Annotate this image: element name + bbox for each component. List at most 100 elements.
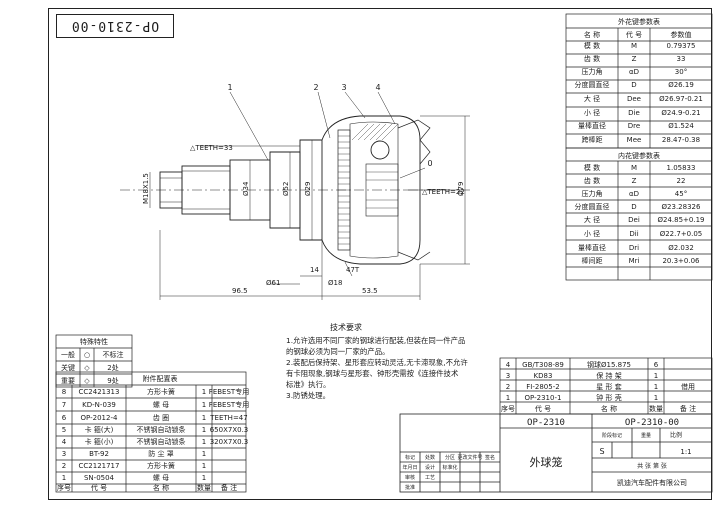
bom-row-code: GB/T308-89 <box>522 361 564 369</box>
title-grid-label: 标准化 <box>442 464 457 471</box>
tech-req-line-4: 有卡阻现象,钢球与星形套、钟形壳需按《连接件技术 <box>286 369 459 378</box>
callout-2: 2 <box>313 83 318 92</box>
inner-spline-row-value: 22 <box>677 177 686 185</box>
thread-label: M18X1.5 <box>142 173 150 204</box>
bom-row-qty: 1 <box>654 394 658 402</box>
bom-header-index: 序号 <box>501 404 515 413</box>
attachment-row-code: 卡 箍(小) <box>85 437 114 446</box>
attachment-row-note: FEBEST专用 <box>209 387 249 396</box>
inner-spline-row-code: Z <box>632 177 637 185</box>
outer-spline-row-code: M <box>631 42 637 50</box>
title-grid-label: 年月日 <box>402 464 417 471</box>
attachment-header-qty: 数量 <box>197 483 211 492</box>
attachment-row-note: 650X7X0.3 <box>210 426 249 434</box>
tech-req-line-2: 的钢球必须为同一厂家的产品。 <box>286 347 389 356</box>
boot <box>397 119 431 165</box>
inner-spline-row-value: Ø24.85+0.19 <box>657 216 704 224</box>
attachment-row-code: 卡 箍(大) <box>85 425 114 434</box>
bom-row-code: FI-2805-2 <box>526 383 559 391</box>
s-mark: S <box>599 447 604 456</box>
attachment-row-index: 8 <box>62 388 66 396</box>
special-row-level: 重要 <box>61 377 75 385</box>
title-grid-label: 工艺 <box>425 475 435 481</box>
dia-34-label: Ø34 <box>242 181 250 196</box>
special-row-level: 一般 <box>61 350 75 359</box>
sheet-label: 共 张 第 张 <box>637 462 667 470</box>
bom-row-index: 2 <box>506 383 510 391</box>
special-row-note: 不标注 <box>103 350 124 359</box>
attachment-row-name: 螺 母 <box>153 400 169 409</box>
attachment-row-note: FEBEST专用 <box>209 400 249 409</box>
dim-47t-label: 47T <box>346 266 360 274</box>
outer-spline-row-name: 压力角 <box>582 67 603 76</box>
ball <box>370 140 390 160</box>
title-grid-label: 重量 <box>641 432 651 439</box>
title-grid-label: 处数 <box>425 454 435 461</box>
tech-req-line-3: 2.装配后保持架、星形套应转动灵活,无卡滞现象,不允许 <box>286 358 468 367</box>
outer-spline-title: 外花键参数表 <box>618 17 660 26</box>
outer-spline-row-code: Z <box>632 55 637 63</box>
attachment-row-note: 320X7X0.3 <box>210 438 249 446</box>
attachment-row-qty: 1 <box>202 414 206 422</box>
inner-spline-row-value: 1.05833 <box>667 164 696 172</box>
title-block <box>399 413 713 493</box>
outer-spline-row-value: Ø24.9-0.21 <box>661 109 700 117</box>
inner-spline-title: 内花键参数表 <box>618 151 660 160</box>
outer-spline-row-name: 量棒直径 <box>578 121 606 130</box>
inner-spline-row-name: 小 径 <box>584 229 600 238</box>
bom-header-note: 备 注 <box>680 404 696 413</box>
title-grid-label: 批准 <box>405 484 415 491</box>
special-row-symbol: ◇ <box>84 364 90 372</box>
title-grid-label: 审核 <box>405 474 415 481</box>
teeth-33-label: △TEETH=33 <box>190 144 233 152</box>
attachment-row-index: 6 <box>62 414 67 422</box>
title-grid-label: 阶段标记 <box>602 432 622 439</box>
attachment-row-note: TEETH=47 <box>209 414 247 422</box>
callout-1: 1 <box>227 83 232 92</box>
inner-spline-row-code: Dii <box>629 230 638 238</box>
bom-row-name: 钟 形 壳 <box>596 393 621 402</box>
attachment-row-name: 不锈钢自动锁条 <box>137 437 186 446</box>
bom-row-name: 星 形 套 <box>596 382 621 391</box>
inner-spline-row-code: αD <box>629 190 639 198</box>
outer-spline-row-value: 30° <box>675 68 687 76</box>
dim-14-label: 14 <box>310 266 319 274</box>
title-code-right: OP-2310-00 <box>625 418 679 428</box>
bom-row-name: 保 持 架 <box>596 371 621 380</box>
inner-spline-row-name: 模 数 <box>584 163 600 172</box>
attachment-row-index: 1 <box>62 474 66 482</box>
technical-requirements: 技术要求 1.允许选用不同厂家的钢球进行配装,但装在同一件产品 的钢球必须为同一… <box>286 322 468 400</box>
bom-header-qty: 数量 <box>649 404 663 413</box>
scale-label: 比例 <box>670 431 682 439</box>
dia-29-label: Ø29 <box>304 182 312 196</box>
bom-table <box>499 357 713 415</box>
outer-spline-row-code: D <box>631 81 636 89</box>
bom-row-qty: 1 <box>654 383 658 391</box>
special-row-symbol: ○ <box>84 351 90 359</box>
inner-spline-row-value: Ø2.032 <box>668 244 694 252</box>
inner-spline-row-code: D <box>631 203 636 211</box>
outer-spline-header-name: 名 称 <box>584 30 600 39</box>
scale-value: 1:1 <box>680 448 691 456</box>
callout-4: 4 <box>375 83 380 92</box>
callout-0: 0 <box>427 159 432 168</box>
outer-spline-row-value: Ø1.524 <box>668 122 694 130</box>
inner-spline-row-value: Ø23.28326 <box>662 203 701 211</box>
bom-header-code: 代 号 <box>535 404 551 413</box>
outer-spline-row-value: 28.47-0.38 <box>662 136 700 144</box>
attachments-title: 附件配置表 <box>143 374 178 383</box>
inner-spline-row-name: 棒间距 <box>582 256 603 265</box>
part-name: 外球笼 <box>530 455 563 469</box>
inner-race <box>365 163 399 217</box>
outer-spline-row-name: 分度圆直径 <box>575 80 610 89</box>
outer-spline-row-name: 跨棒距 <box>582 135 603 144</box>
special-row-note: 2处 <box>107 363 118 372</box>
attachment-header-code: 代 号 <box>91 483 107 492</box>
inner-spline-row-value: Ø22.7+0.05 <box>660 230 703 238</box>
dia-79-label: Ø79 <box>457 182 465 196</box>
bom-row-index: 1 <box>506 394 510 402</box>
dimension-lines <box>149 91 470 300</box>
inner-spline-row-name: 量棒直径 <box>578 243 606 252</box>
attachment-row-name: 方形卡簧 <box>147 461 175 470</box>
inner-spline-row-code: Mri <box>629 257 640 265</box>
